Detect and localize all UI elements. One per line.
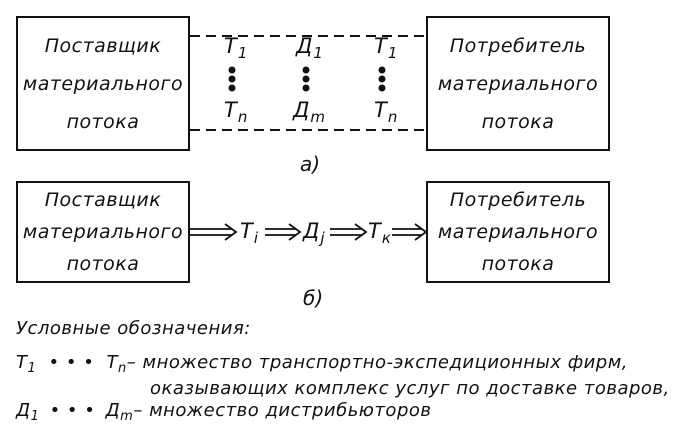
supplier-a-line2: материального (22, 72, 184, 95)
legend-title: Условные обозначения: (16, 318, 251, 339)
supplier-a-line3: потока (66, 110, 140, 133)
supplier-a-line1: Поставщик (44, 34, 162, 57)
consumer-box-b: Потребитель материального потока (426, 181, 610, 283)
legend-text-1: – множество транспортно-экспедиционных ф… (126, 352, 629, 373)
supplier-box-a: Поставщик материального потока (16, 16, 190, 151)
consumer-b-line1: Потребитель (449, 189, 587, 211)
legend-t1: T (16, 352, 28, 373)
chain-label-tk: Tк (368, 219, 391, 247)
supplier-box-b: Поставщик материального потока (16, 181, 190, 283)
dots-col-2 (302, 66, 310, 92)
label-tn-col3: Tn (374, 98, 398, 126)
dots-col-3 (378, 66, 386, 92)
consumer-a-line2: материального (437, 72, 599, 95)
chain-label-ti: Ti (240, 219, 258, 247)
supplier-b-line3: потока (66, 253, 140, 275)
supplier-b-line1: Поставщик (44, 189, 162, 211)
consumer-a-line1: Потребитель (449, 34, 587, 57)
consumer-b-line3: потока (481, 253, 555, 275)
legend-dm: Д (105, 400, 121, 421)
double-arrow-4 (392, 223, 428, 241)
legend-text-3: – множество дистрибьюторов (133, 400, 432, 421)
label-tn-col1: Tn (224, 98, 248, 126)
legend-line-2: оказывающих комплекс услуг по доставке т… (150, 378, 670, 399)
dots-col-1 (228, 66, 236, 92)
legend-line-3: Д1 • • • Дm– множество дистрибьюторов (16, 400, 432, 424)
legend-line-1: T1 • • • Tn– множество транспортно-экспе… (16, 352, 629, 376)
legend-dots-2: • • • (49, 400, 96, 421)
caption-a: а) (300, 152, 321, 176)
legend-d1: Д (16, 400, 31, 421)
supplier-b-line2: материального (22, 221, 184, 243)
caption-b: б) (303, 286, 324, 310)
legend-dots-1: • • • (48, 352, 95, 373)
double-arrow-2 (265, 223, 302, 241)
double-arrow-1 (190, 223, 238, 241)
chain-label-dj: Дj (303, 219, 325, 247)
label-dm-col2: Дm (293, 98, 326, 126)
consumer-b-line2: материального (437, 221, 599, 243)
label-t1-col1: T1 (224, 34, 248, 62)
consumer-box-a: Потребитель материального потока (426, 16, 610, 151)
label-d1-col2: Д1 (296, 34, 323, 62)
label-t1-col3: T1 (374, 34, 398, 62)
consumer-a-line3: потока (481, 110, 555, 133)
legend-tn: T (106, 352, 119, 373)
double-arrow-3 (330, 223, 368, 241)
